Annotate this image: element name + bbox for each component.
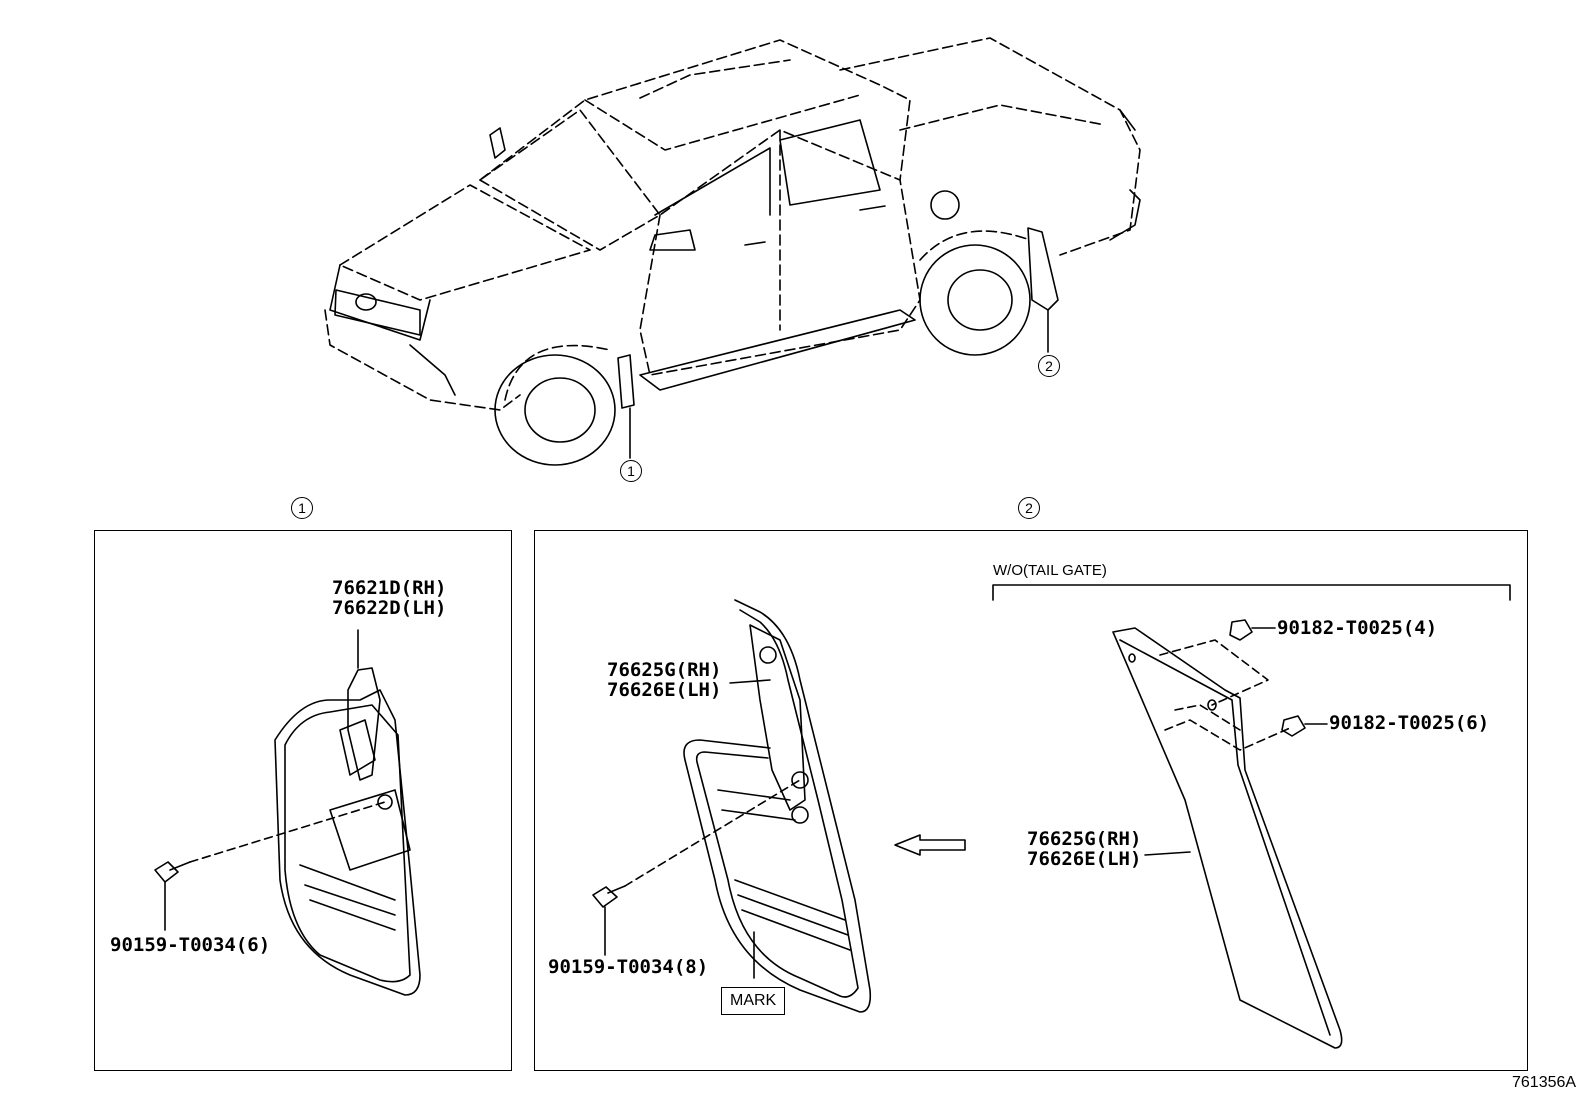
- panel1-part-lh: 76622D(LH): [332, 597, 447, 619]
- tail-flap-lh: 76626E(LH): [1027, 848, 1142, 870]
- mark-label: MARK: [721, 987, 786, 1015]
- panel2-part-rh: 76625G(RH): [607, 659, 722, 681]
- callout-front-flap: 1: [620, 460, 642, 482]
- panel2-part-lh: 76626E(LH): [607, 679, 722, 701]
- callout-rear-flap: 2: [1038, 355, 1060, 377]
- vehicle-illustration: [324, 37, 1141, 466]
- panel2-screw: 90159-T0034(8): [548, 956, 709, 978]
- panel-rear-flap: [534, 530, 1528, 1071]
- illustration-code: 761356A: [1512, 1074, 1577, 1091]
- nut-mid-label: 90182-T0025(6): [1329, 712, 1490, 734]
- panel1-part-rh: 76621D(RH): [332, 577, 447, 599]
- panel-front-flap: [94, 530, 512, 1071]
- panel1-heading: 1: [291, 497, 313, 519]
- variant-label: W/O(TAIL GATE): [993, 562, 1107, 579]
- panel2-heading: 2: [1018, 497, 1040, 519]
- tail-flap-rh: 76625G(RH): [1027, 828, 1142, 850]
- panel1-screw: 90159-T0034(6): [110, 934, 271, 956]
- nut-top-label: 90182-T0025(4): [1277, 617, 1438, 639]
